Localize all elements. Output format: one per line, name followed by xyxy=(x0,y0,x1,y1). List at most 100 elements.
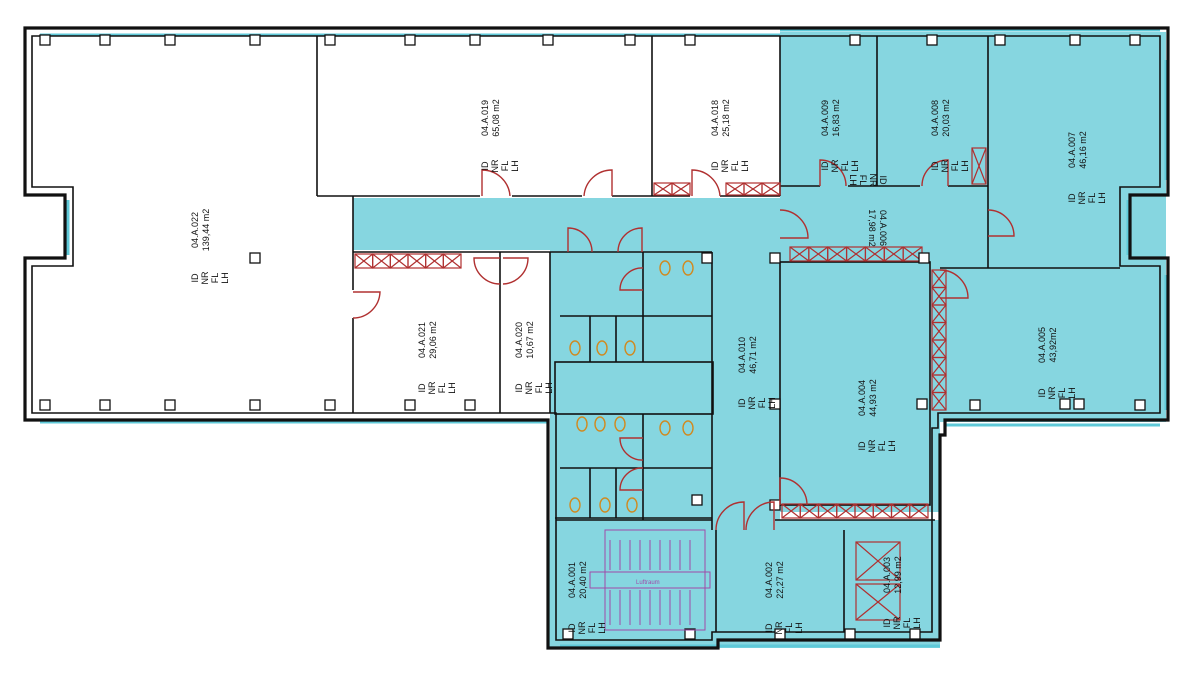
column xyxy=(769,252,781,264)
shaft-003-b-cell xyxy=(855,583,901,621)
shaft-004-right-cross xyxy=(931,269,947,288)
shaft-018-cross xyxy=(671,182,691,196)
room-area: 46,71 m2 xyxy=(748,336,758,374)
room-tag-nr: NR xyxy=(868,174,878,187)
room-tag-nr: NR xyxy=(720,159,730,172)
column xyxy=(774,628,786,640)
toilet-fixture xyxy=(594,416,606,432)
room-tag-id: ID xyxy=(190,273,200,283)
room-tag-id: ID xyxy=(1067,193,1077,203)
column xyxy=(1073,398,1085,410)
room-fill-008 xyxy=(877,32,988,187)
column xyxy=(701,252,713,264)
shaft-004-bottom-cross xyxy=(799,503,819,519)
inner-walls xyxy=(316,36,1120,632)
room-tag-fl: FL xyxy=(534,383,544,394)
stair-label: Luftraum xyxy=(636,580,660,586)
shaft-018-cross xyxy=(653,182,673,196)
room-tag-id: ID xyxy=(878,176,888,186)
door-wc4 xyxy=(619,437,644,461)
room-tag-id: ID xyxy=(764,623,774,633)
column xyxy=(404,399,416,411)
room-tag-id: ID xyxy=(567,623,577,633)
shaft-004-bottom-cross xyxy=(818,503,838,519)
doors xyxy=(352,159,1015,531)
column xyxy=(969,399,981,411)
column xyxy=(926,34,938,46)
shaft-004-bottom-cross xyxy=(891,503,911,519)
wc-core xyxy=(554,361,714,415)
room-id: 04.A.002 xyxy=(764,562,774,598)
door-wc1 xyxy=(567,227,593,253)
shafts xyxy=(354,147,987,621)
room-area: 65,08 m2 xyxy=(491,99,501,137)
column xyxy=(1129,34,1141,46)
shaft-003-a-cell xyxy=(855,541,901,581)
column xyxy=(249,399,261,411)
shaft-018b-cell xyxy=(761,182,781,196)
room-tag-fl: FL xyxy=(730,161,740,172)
room-tag-fl: FL xyxy=(950,161,960,172)
room-tag-nr: NR xyxy=(577,621,587,634)
room-area: 46,16 m2 xyxy=(1078,131,1088,169)
room-id: 04.A.005 xyxy=(1037,327,1047,363)
toilet-fixture xyxy=(596,340,608,356)
room-area: 20,40 m2 xyxy=(578,561,588,599)
shaft-004-right-cross xyxy=(931,322,947,341)
shaft-004-right-cross xyxy=(931,357,947,376)
shaft-004-top-cross xyxy=(865,246,885,262)
column xyxy=(249,34,261,46)
toilet-fixture xyxy=(569,340,581,356)
room-tag-lh: LH xyxy=(447,382,457,394)
room-tag-id: ID xyxy=(820,161,830,171)
room-fill-001 xyxy=(548,520,716,648)
room-id: 04.A.008 xyxy=(930,100,940,136)
room-tag-lh: LH xyxy=(544,382,554,394)
column xyxy=(39,34,51,46)
door-wc5 xyxy=(619,467,644,491)
room-tag-nr: NR xyxy=(1077,191,1087,204)
door-019b xyxy=(583,169,613,197)
shaft-018-cell xyxy=(671,182,691,196)
column xyxy=(469,34,481,46)
room-area: 22,27 m2 xyxy=(775,561,785,599)
toilet-fixtures xyxy=(569,260,694,513)
column xyxy=(994,34,1006,46)
door-005 xyxy=(939,269,969,299)
room-id: 04.A.018 xyxy=(710,100,720,136)
column xyxy=(324,34,336,46)
door-002 xyxy=(745,501,775,531)
room-tag-id: ID xyxy=(857,441,867,451)
toilet-fixture xyxy=(569,497,581,513)
room-tag-fl: FL xyxy=(587,623,597,634)
door-004-bottom xyxy=(779,477,808,506)
door-wc3 xyxy=(619,267,644,291)
door-007 xyxy=(987,209,1015,237)
column xyxy=(624,34,636,46)
stair-frame xyxy=(604,529,706,631)
shaft-corridor-cross xyxy=(372,253,391,269)
column xyxy=(684,628,696,640)
room-tag-lh: LH xyxy=(887,440,897,452)
room-tag-fl: FL xyxy=(757,398,767,409)
room-area: 43,92m2 xyxy=(1048,327,1058,362)
column xyxy=(909,628,921,640)
shaft-corridor-cross xyxy=(389,253,409,269)
room-id: 04.A.010 xyxy=(737,337,747,373)
room-id: 04.A.003 xyxy=(882,557,892,593)
door-008 xyxy=(921,159,949,187)
room-area: 29,06 m2 xyxy=(428,321,438,359)
column xyxy=(99,34,111,46)
shaft-004-right-cross xyxy=(931,339,947,358)
column xyxy=(404,34,416,46)
outer-walls xyxy=(23,26,1170,650)
room-tag-fl: FL xyxy=(858,175,868,186)
room-tag-fl: FL xyxy=(210,273,220,284)
toilet-fixture xyxy=(682,420,694,436)
outer-wall-inner xyxy=(31,35,1161,641)
